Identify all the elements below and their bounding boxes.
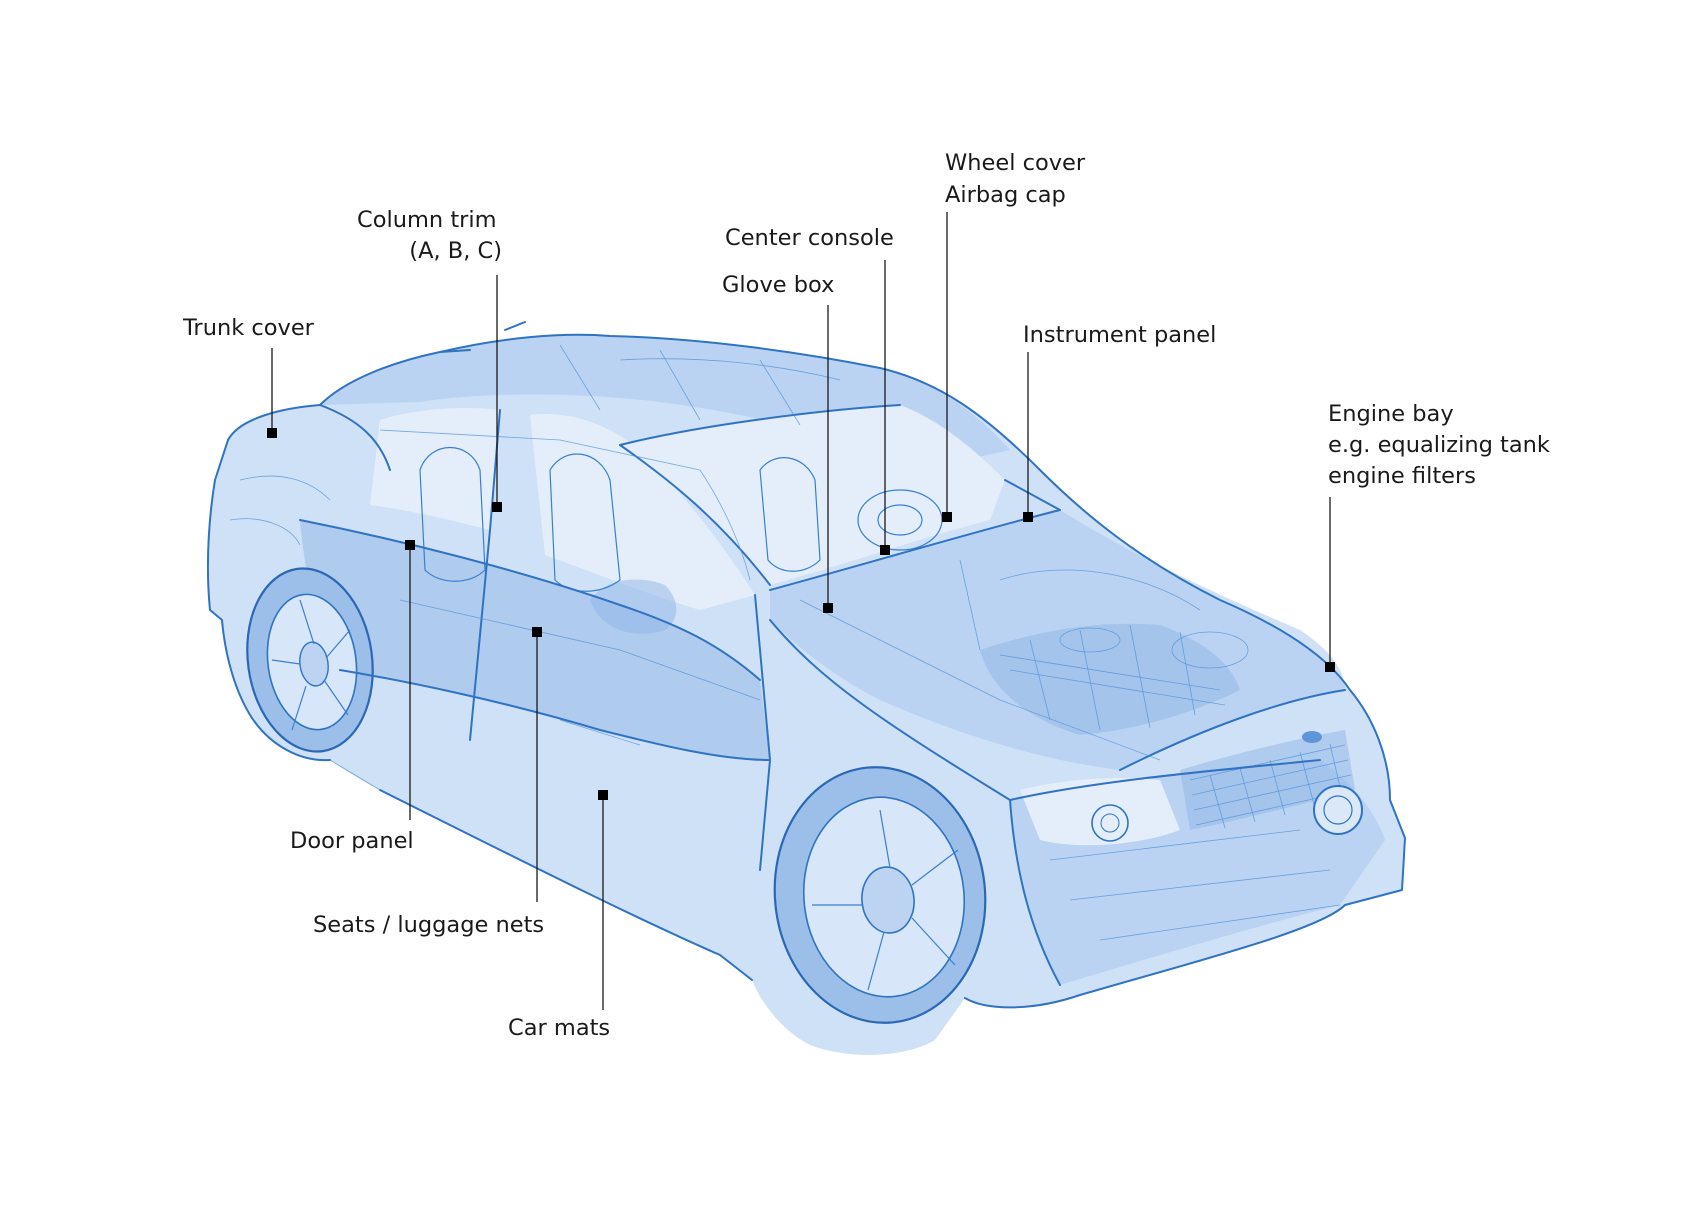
leader-lines [271,212,1331,1010]
label-engine-bay: Engine bay [1328,401,1454,427]
label-engine-bay-sub1: e.g. equalizing tank [1328,432,1550,458]
label-center-console: Center console [725,225,894,251]
side-mirror [590,579,677,634]
label-column-trim: Column trim [357,207,497,233]
marker-column-trim [492,502,502,512]
marker-door-panel [405,540,415,550]
markers [267,428,1335,800]
marker-trunk-cover [267,428,277,438]
labels: Trunk cover Column trim (A, B, C) Center… [182,150,1550,1041]
label-door-panel: Door panel [290,828,414,854]
grille-emblem [1313,785,1363,835]
engine-block [980,623,1240,735]
marker-car-mats [598,790,608,800]
marker-wheel-cover [942,512,952,522]
label-car-mats: Car mats [508,1015,610,1041]
label-glove-box: Glove box [722,272,834,298]
grille [1180,730,1355,830]
grille-mesh [1189,743,1354,829]
windshield [620,405,1005,585]
label-column-trim-sub: (A, B, C) [409,238,502,264]
car-illustration [206,321,1406,1056]
marker-seats [532,627,542,637]
front-wheel [773,766,987,1024]
marker-engine-bay [1325,662,1335,672]
hood-badge [1302,731,1322,743]
marker-glove-box [823,603,833,613]
headlight [1020,778,1180,846]
label-trunk-cover: Trunk cover [182,315,315,341]
label-wheel-cover: Wheel cover [945,150,1086,176]
label-airbag-cap: Airbag cap [945,182,1066,208]
marker-instrument-panel [1023,512,1033,522]
car-outline [206,321,1406,1009]
rear-side-window [370,408,500,530]
marker-center-console [880,545,890,555]
front-side-window [530,414,755,610]
label-instrument-panel: Instrument panel [1023,322,1216,348]
label-seats-luggage: Seats / luggage nets [313,912,544,938]
label-engine-bay-sub2: engine filters [1328,463,1476,489]
door-side [300,520,770,760]
rear-wheel [246,567,374,753]
car-detail-lines [229,344,1341,941]
